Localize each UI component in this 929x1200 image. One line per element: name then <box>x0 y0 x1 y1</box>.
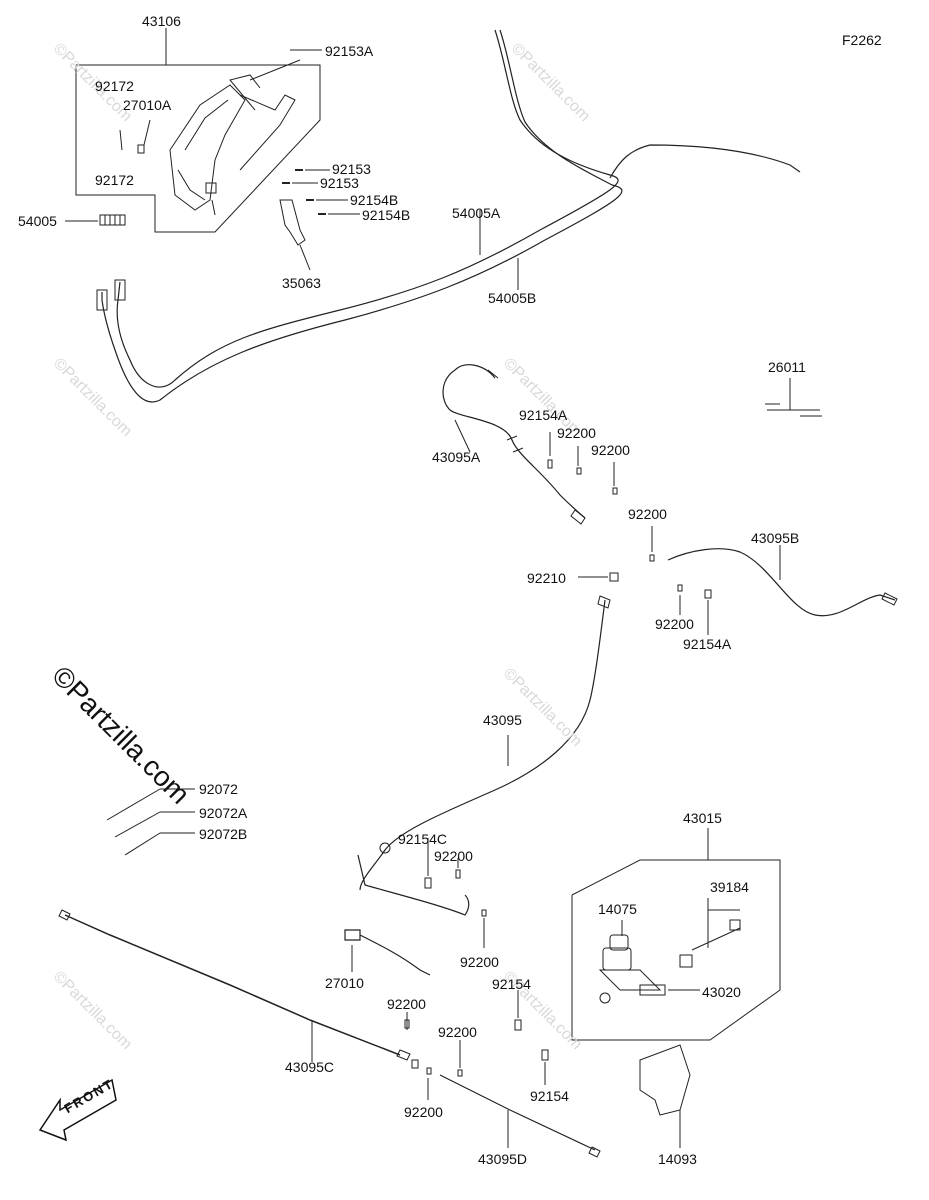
part-label-92154B-b: 92154B <box>362 207 411 223</box>
part-label-14075: 14075 <box>598 901 637 917</box>
part-label-92154A-bottom: 92154A <box>683 636 732 652</box>
hose-43095A <box>442 364 586 519</box>
part-label-43020: 43020 <box>702 984 741 1000</box>
part-label-92200-7: 92200 <box>387 996 426 1012</box>
part-label-27010: 27010 <box>325 975 364 991</box>
part-label-92200-3: 92200 <box>628 506 667 522</box>
part-label-92200-9: 92200 <box>404 1104 443 1120</box>
front-arrow <box>38 1078 117 1142</box>
pushrod-39184 <box>679 919 741 968</box>
part-label-35063: 35063 <box>282 275 321 291</box>
part-label-43015: 43015 <box>683 810 722 826</box>
part-label-92200-2: 92200 <box>591 442 630 458</box>
bracket-35063 <box>279 199 306 246</box>
wire-92072A <box>114 811 161 838</box>
part-label-92200-4: 92200 <box>655 616 694 632</box>
part-label-54005B: 54005B <box>488 290 537 306</box>
part-label-92072: 92072 <box>199 781 238 797</box>
part-label-92200-5: 92200 <box>434 848 473 864</box>
part-label-54005A: 54005A <box>452 205 501 221</box>
hose-43095B <box>667 548 896 617</box>
clip-54005 <box>99 214 126 226</box>
reservoir-tank <box>169 74 296 216</box>
part-label-92154A-top: 92154A <box>519 407 568 423</box>
part-label-43106: 43106 <box>142 13 181 29</box>
master-cylinder <box>598 934 666 1004</box>
part-label-92072B: 92072B <box>199 826 248 842</box>
part-label-92210: 92210 <box>527 570 566 586</box>
part-label-92154C: 92154C <box>398 831 448 847</box>
cable-43095C <box>64 914 401 1056</box>
part-label-92153-a: 92153 <box>332 161 371 177</box>
harness-26011 <box>765 403 822 417</box>
part-label-92172-bottom: 92172 <box>95 172 134 188</box>
wire-92072 <box>106 788 161 821</box>
part-label-26011: 26011 <box>768 359 806 375</box>
part-label-92154-b: 92154 <box>530 1088 569 1104</box>
part-label-92072A: 92072A <box>199 805 248 821</box>
master-cylinder-box <box>571 859 781 1041</box>
sensor-27010 <box>344 929 431 976</box>
part-label-43095C: 43095C <box>285 1059 335 1075</box>
hose-54005B <box>101 29 623 403</box>
part-label-43095B: 43095B <box>751 530 800 546</box>
part-label-43095A: 43095A <box>432 449 481 465</box>
part-label-43095D: 43095D <box>478 1151 528 1167</box>
bracket-14093 <box>639 1044 691 1116</box>
part-label-92200-1: 92200 <box>557 425 596 441</box>
part-label-92153A: 92153A <box>325 43 374 59</box>
part-label-27010A: 27010A <box>123 97 172 113</box>
part-label-92200-6: 92200 <box>460 954 499 970</box>
part-label-92154-a: 92154 <box>492 976 531 992</box>
part-label-92154B-a: 92154B <box>350 192 399 208</box>
part-label-54005: 54005 <box>18 213 57 229</box>
wire-92072B <box>124 832 161 856</box>
pipe-92154C <box>357 854 470 916</box>
part-label-14093: 14093 <box>658 1151 697 1167</box>
part-label-92200-8: 92200 <box>438 1024 477 1040</box>
pipe-43095D <box>439 1074 596 1151</box>
part-label-43095: 43095 <box>483 712 522 728</box>
part-label-39184: 39184 <box>710 879 749 895</box>
part-label-92172-top: 92172 <box>95 78 134 94</box>
hose-54005A <box>116 29 619 388</box>
figure-id: F2262 <box>842 32 882 48</box>
part-label-92153-b: 92153 <box>320 175 359 191</box>
reservoir-group-box <box>75 64 321 233</box>
